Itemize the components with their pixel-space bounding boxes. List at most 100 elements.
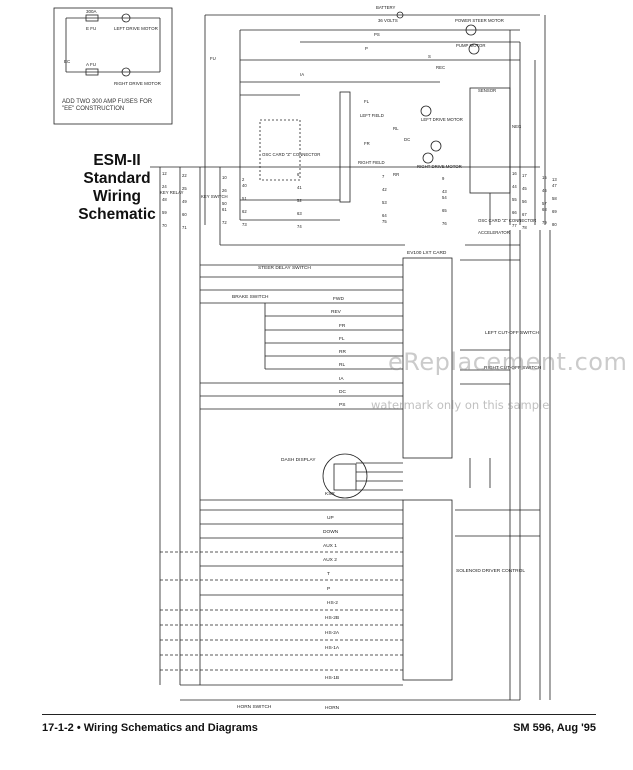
wire-number-label: 63 (297, 211, 302, 216)
inset-ec-label: EC (64, 59, 71, 64)
wire-number-label: 78 (522, 225, 527, 230)
osc-card-label: OSC CARD "Z" CONNECTOR (262, 152, 320, 157)
title-line-4: Schematic (78, 206, 156, 223)
wire-number-label: 7 (382, 174, 385, 179)
wire-number-label: 74 (297, 224, 302, 229)
wire-number-label: 53 (382, 200, 387, 205)
wire-number-label: 60 (182, 212, 187, 217)
fuse-note: ADD TWO 300 AMP FUSES FOR "EE" CONSTRUCT… (62, 99, 152, 113)
wire-number-label: 49 (182, 199, 187, 204)
down-label: DOWN (323, 529, 339, 535)
footer-doc-ref: SM 596, Aug '95 (513, 722, 596, 734)
right-drive-label: RIGHT DRIVE MOTOR (417, 164, 462, 169)
wire-number-label: 6 (297, 172, 300, 177)
s-label: S (428, 54, 431, 59)
inset-box (53, 7, 173, 125)
osc-card-2-label: OSC CARD "Z" CONNECTOR (478, 218, 536, 223)
hs1a-label: HS-1A (325, 645, 340, 651)
wire-number-label: 47 (552, 183, 557, 188)
power-steer-label: POWER STEER MOTOR (455, 18, 504, 23)
wire-number-label: 56 (522, 199, 527, 204)
sw-ia-label: IA (339, 376, 344, 382)
up-label: UP (327, 515, 334, 521)
wire-number-label: 10 (222, 175, 227, 180)
top-labels: BATTERY 36 VOLTS PS POWER STEER MOTOR PU… (160, 5, 536, 235)
title-line-2: Standard (83, 170, 151, 187)
wire-number-label: 80 (552, 222, 557, 227)
ia-label: IA (300, 72, 304, 77)
watermark: eReplacement.com (388, 348, 628, 376)
dash-display-circle (322, 453, 368, 499)
title-line-3: Wiring (92, 188, 142, 205)
wire-number-label: 77 (512, 223, 517, 228)
dc-label: DC (404, 137, 410, 142)
wire-number-label: 67 (522, 212, 527, 217)
solenoid-driver-label: SOLENOID DRIVER CONTROL (456, 568, 525, 574)
neg-label: NEG (512, 124, 522, 129)
dash-display-label: DASH DISPLAY (281, 457, 316, 463)
sensor-label: SENSOR (478, 88, 496, 93)
left-cutoff-label: LEFT CUT-OFF SWITCH (485, 330, 540, 336)
wire-number-label: 66 (512, 210, 517, 215)
wire-number-label: 62 (242, 209, 247, 214)
wire-number-label: 12 (162, 171, 167, 176)
rev-label: REV (331, 309, 342, 315)
wire-number-label: 41 (297, 185, 302, 190)
sw-fl-label: FL (339, 336, 345, 342)
wire-number-label: 13 (552, 177, 557, 182)
inset-left-motor: LEFT DRIVE MOTOR (114, 26, 159, 31)
inset-right-motor: RIGHT DRIVE MOTOR (114, 81, 162, 86)
t-label: T (327, 571, 330, 577)
wire-number-label: 44 (512, 184, 517, 189)
sw-ps-label: PS (339, 402, 345, 408)
wire-number-label: 69 (552, 209, 557, 214)
wire-number-label: 9 (442, 176, 445, 181)
fr-label: FR (364, 141, 370, 146)
controller-name: EV100 LXT CARD (407, 250, 447, 256)
volts-label: 36 VOLTS (378, 18, 398, 23)
wire-number-label: 43 (442, 189, 447, 194)
right-cutoff-label: RIGHT CUT-OFF SWITCH (484, 365, 542, 371)
sw-fr-label: FR (339, 323, 346, 329)
fwd-label: FWD (333, 296, 344, 302)
main-bus-wiring (150, 166, 551, 701)
steer-delay-label: STEER DELAY SWITCH (258, 265, 311, 271)
wire-number-label: 22 (182, 173, 187, 178)
watermark-subtext: watermark only on this sample (371, 398, 550, 412)
p-sw-label: P (327, 586, 330, 592)
footer-rule (42, 714, 596, 715)
wire-number-label: 75 (382, 219, 387, 224)
wire-number-label: 68 (542, 207, 547, 212)
rr-label: RR (393, 172, 399, 177)
wire-number-label: 64 (382, 213, 387, 218)
inset-efu-label: E FU (86, 26, 96, 31)
wire-number-label: 57 (542, 201, 547, 206)
sw-dc-label: DC (339, 389, 346, 395)
wire-number-label: 42 (382, 187, 387, 192)
wire-number-label: 46 (542, 188, 547, 193)
inset-afu-label: A FU (86, 62, 96, 67)
wire-number-label: 55 (512, 197, 517, 202)
controller-box (402, 257, 453, 459)
left-drive-label: LEFT DRIVE MOTOR (421, 117, 463, 122)
footer-section-title: 17-1-2 • Wiring Schematics and Diagrams (42, 722, 258, 734)
wire-number-label: 25 (182, 186, 187, 191)
sw-rr-label: RR (339, 349, 346, 355)
wire-number-label: 50 (222, 201, 227, 206)
horn-switch-label: HORN SWITCH (237, 704, 272, 710)
wire-number-label: 52 (297, 198, 302, 203)
hs2a-label: HS-2A (325, 630, 340, 636)
top-power-wiring (204, 11, 546, 225)
brake-label: BRAKE SWITCH (232, 294, 269, 300)
wire-number-label: 16 (512, 171, 517, 176)
key-relay-label: KEY RELAY (160, 190, 184, 195)
inset-labels: 300A E FU EC A FU LEFT DRIVE MOTOR RIGHT… (64, 9, 162, 86)
inset-fuse-label: 300A (86, 9, 97, 14)
rl-label: RL (393, 126, 399, 131)
wire-number-label: 76 (442, 221, 447, 226)
left-field-label: LEFT FIELD (360, 113, 384, 118)
key-switch-label: KEY SWITCH (201, 194, 228, 199)
pump-motor-label: PUMP MOTOR (456, 43, 485, 48)
wire-number-label: 73 (242, 222, 247, 227)
